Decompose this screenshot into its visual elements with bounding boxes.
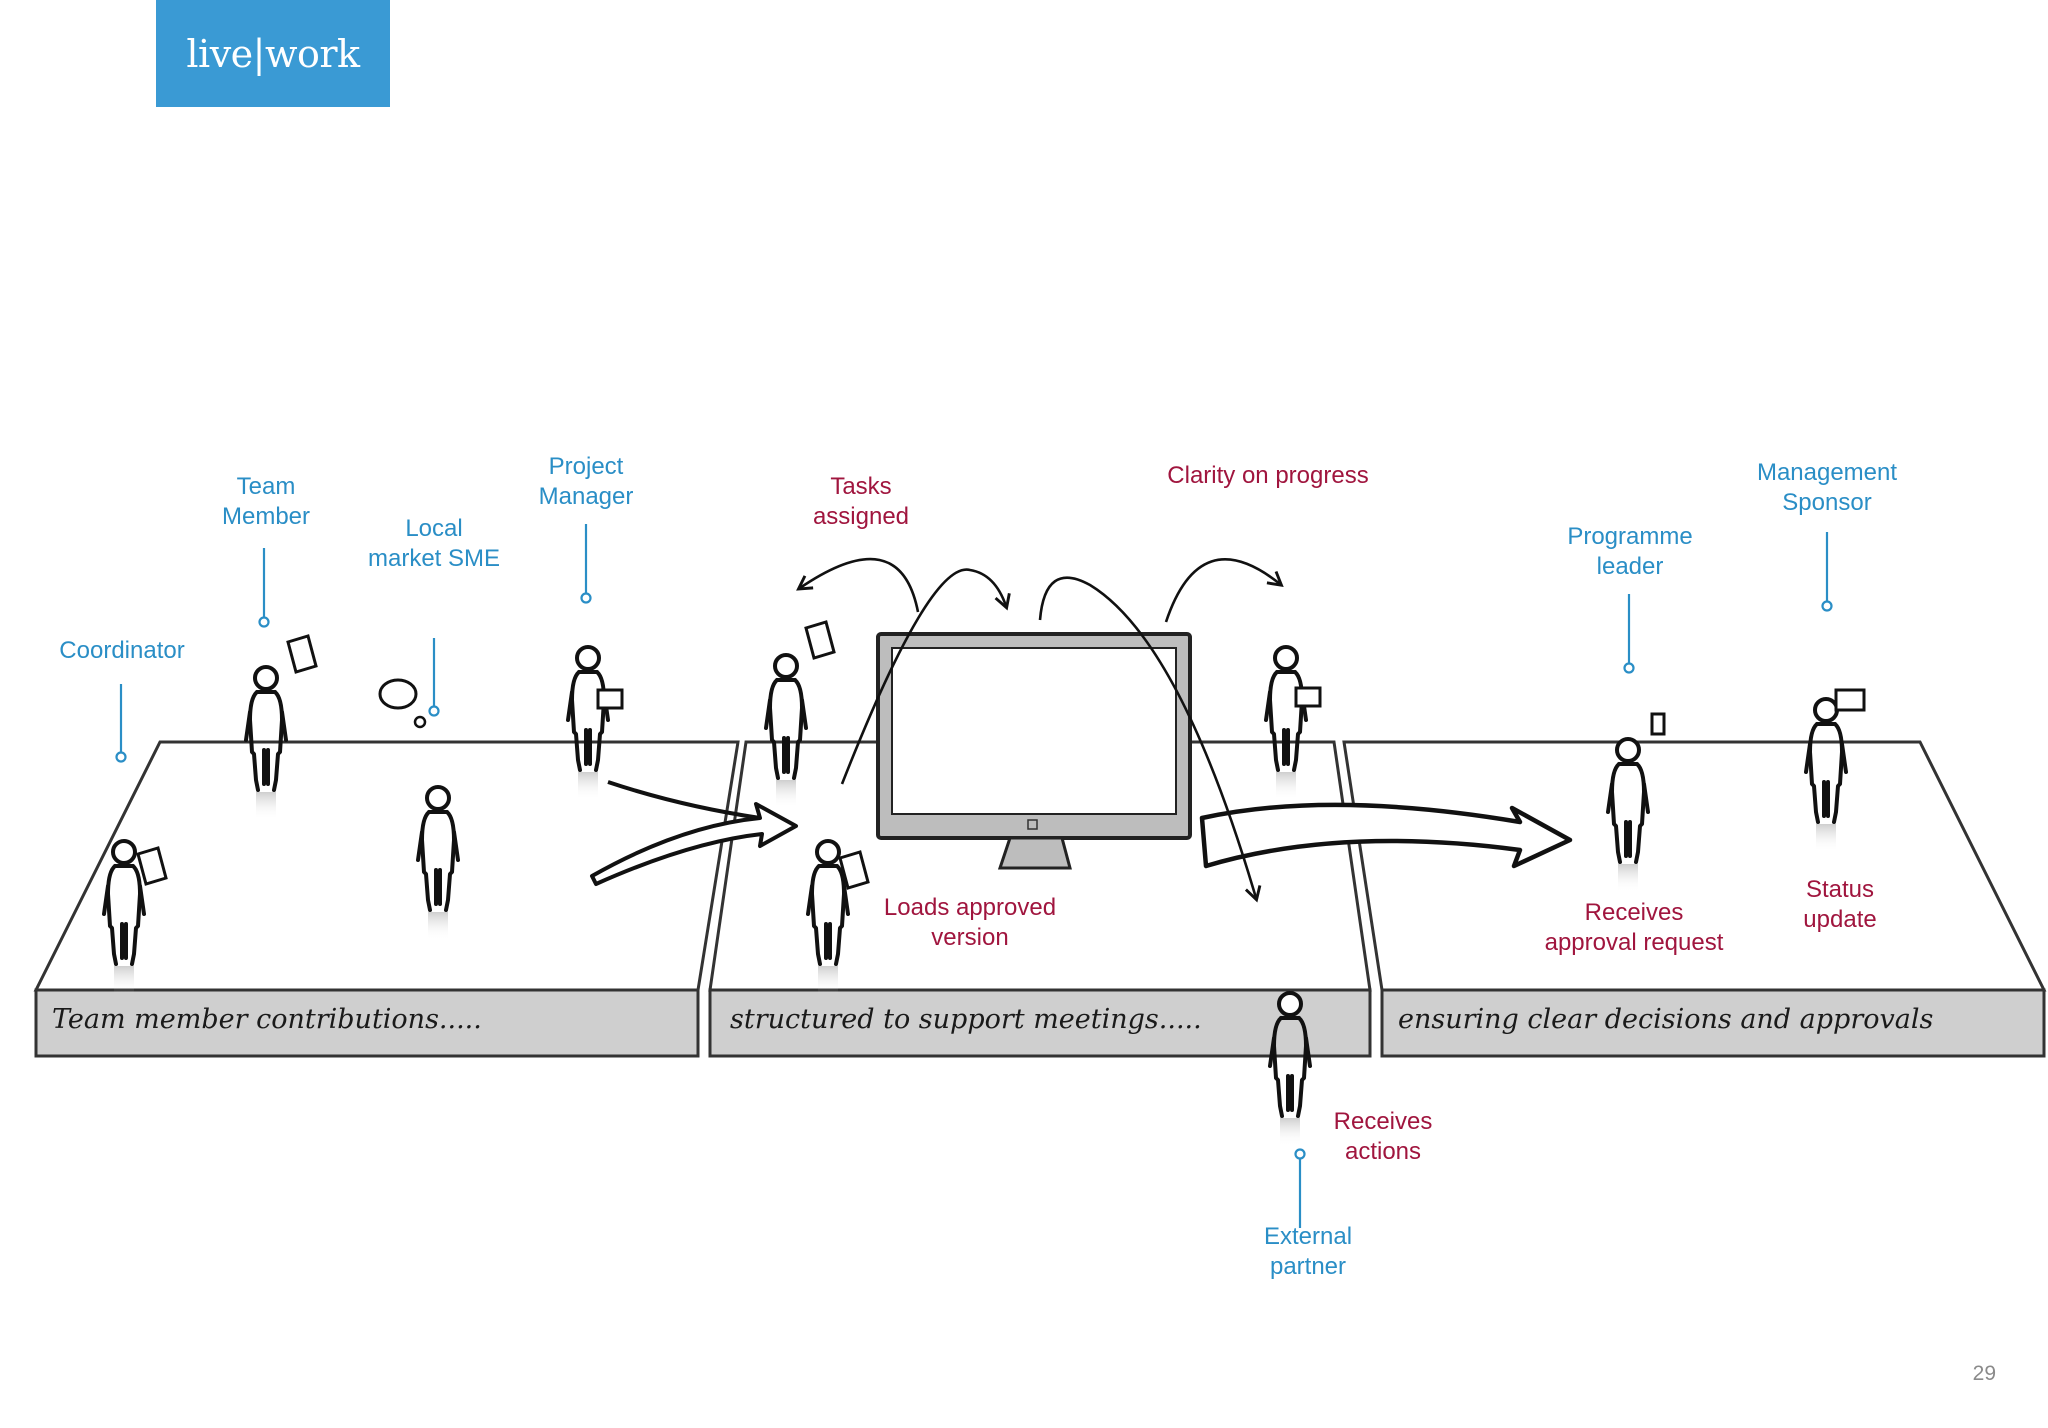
- label-line-1: Management: [1756, 459, 1898, 486]
- figure-meeting-right: [1264, 645, 1322, 802]
- label-line-1: Receives: [1584, 899, 1684, 926]
- platform-stage-1: [33, 740, 740, 1058]
- label-line-2: Manager: [538, 483, 634, 510]
- page-number: 29: [1972, 1362, 1996, 1385]
- curved-arrows: [796, 557, 1284, 903]
- livework-logo: live|work: [156, 0, 390, 107]
- label-line-1: Local: [405, 515, 463, 542]
- label-local-sme: Local market SME: [368, 514, 500, 574]
- label-line-2: market SME: [367, 545, 501, 572]
- label-status-update: Status update: [1803, 875, 1876, 935]
- monitor-icon: [876, 632, 1192, 870]
- label-line-2: assigned: [812, 503, 910, 530]
- label-receives-approval-request: Receives approval request: [1545, 898, 1724, 958]
- label-programme-leader: Programme leader: [1567, 522, 1692, 582]
- label-management-sponsor: Management Sponsor: [1757, 458, 1897, 518]
- label-external-partner: External partner: [1264, 1222, 1352, 1282]
- figure-management-sponsor: [1804, 688, 1866, 854]
- figure-project-manager: [566, 645, 624, 802]
- label-receives-actions: Receives actions: [1334, 1107, 1433, 1167]
- label-line-1: External: [1263, 1223, 1353, 1250]
- flow-arrow-stage2-to-stage3: [1199, 802, 1573, 869]
- caption-stage-3: ensuring clear decisions and approvals: [1398, 1004, 1934, 1035]
- label-line-1: Project: [548, 453, 624, 480]
- label-clarity-text: Clarity on progress: [1167, 462, 1369, 489]
- flow-arrow-stage1-to-stage2: [590, 780, 798, 886]
- label-loads-approved-version: Loads approved version: [884, 893, 1056, 953]
- label-line-2: approval request: [1544, 929, 1724, 956]
- label-line-2: leader: [1596, 553, 1664, 580]
- logo-text: live|work: [186, 31, 360, 76]
- label-line-2: version: [931, 924, 1009, 951]
- role-connectors: [115, 524, 1833, 1228]
- label-line-1: Status: [1805, 876, 1875, 903]
- label-coordinator-text: Coordinator: [59, 637, 185, 664]
- caption-stage-1: Team member contributions.....: [52, 1004, 482, 1035]
- label-line-2: Sponsor: [1782, 489, 1872, 516]
- label-line-2: actions: [1344, 1138, 1422, 1165]
- label-line-1: Receives: [1333, 1108, 1433, 1135]
- label-line-1: Programme: [1567, 523, 1693, 550]
- caption-stage-2: structured to support meetings.....: [730, 1004, 1202, 1035]
- figure-programme-leader: [1606, 712, 1666, 894]
- label-line-1: Team: [236, 473, 296, 500]
- label-line-1: Loads approved: [883, 894, 1057, 921]
- label-tasks-assigned: Tasks assigned: [813, 472, 909, 532]
- label-line-2: partner: [1269, 1253, 1347, 1280]
- label-clarity-on-progress: Clarity on progress: [1167, 461, 1368, 491]
- label-coordinator: Coordinator: [59, 636, 184, 666]
- label-line-1: Tasks: [830, 473, 892, 500]
- platform-stage-3: [1342, 740, 2047, 1058]
- label-team-member: Team Member: [222, 472, 310, 532]
- label-line-2: update: [1803, 906, 1877, 933]
- label-line-2: Member: [221, 503, 311, 530]
- figure-local-sme: [378, 678, 460, 942]
- label-project-manager: Project Manager: [539, 452, 634, 512]
